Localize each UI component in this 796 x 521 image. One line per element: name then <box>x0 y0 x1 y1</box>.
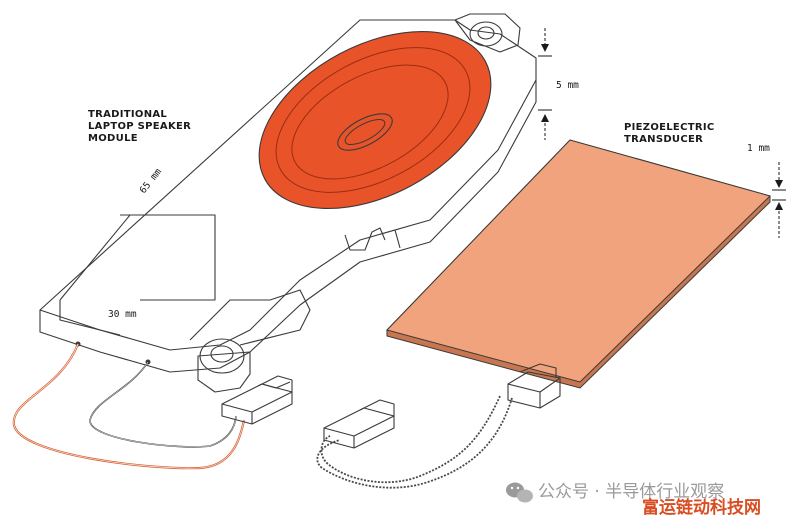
piezo-transducer <box>386 139 771 409</box>
watermark-channel: 公众号 · 半导体行业观察 <box>538 482 724 502</box>
speaker-body <box>39 19 537 351</box>
dim-label-5mm: 5 mm <box>556 80 579 91</box>
speaker-recess <box>189 289 311 346</box>
speaker-label-line-3: MODULE <box>88 133 138 144</box>
watermark-site: 富运链动科技网 <box>642 497 761 518</box>
top-mount-hole <box>469 21 503 47</box>
dim-label-65mm: 65 mm <box>138 166 164 196</box>
piezo-tab <box>507 371 561 409</box>
piezo-plate <box>386 139 771 383</box>
piezo-twisted-wire <box>320 395 501 484</box>
speaker-side <box>39 80 537 373</box>
speaker-connector <box>221 375 293 425</box>
speaker-step <box>59 214 131 336</box>
speaker-module <box>39 13 537 393</box>
piezo-connector <box>323 399 395 449</box>
bottom-mount-lug <box>197 351 251 393</box>
wechat-icon <box>506 482 533 503</box>
speaker-label-line-2: LAPTOP SPEAKER <box>88 121 191 132</box>
dim-label-30mm: 30 mm <box>108 309 137 320</box>
speaker-cone <box>258 30 492 210</box>
piezo-label-line-1: PIEZOELECTRIC <box>624 122 715 133</box>
orange-wire <box>12 343 246 470</box>
piezo-label-line-2: TRANSDUCER <box>624 134 703 145</box>
watermark: 公众号 · 半导体行业观察 富运链动科技网 <box>506 482 761 518</box>
speaker-label-line-1: TRADITIONAL <box>88 109 167 120</box>
dim-marker-5mm <box>538 28 552 140</box>
bottom-mount-hole <box>199 338 245 374</box>
speaker-notch <box>344 227 401 251</box>
top-mount-lug <box>454 13 521 53</box>
speaker-ledge <box>120 214 216 301</box>
dim-marker-1mm <box>772 162 786 238</box>
dim-label-1mm: 1 mm <box>747 143 770 154</box>
grey-wire <box>89 361 237 448</box>
